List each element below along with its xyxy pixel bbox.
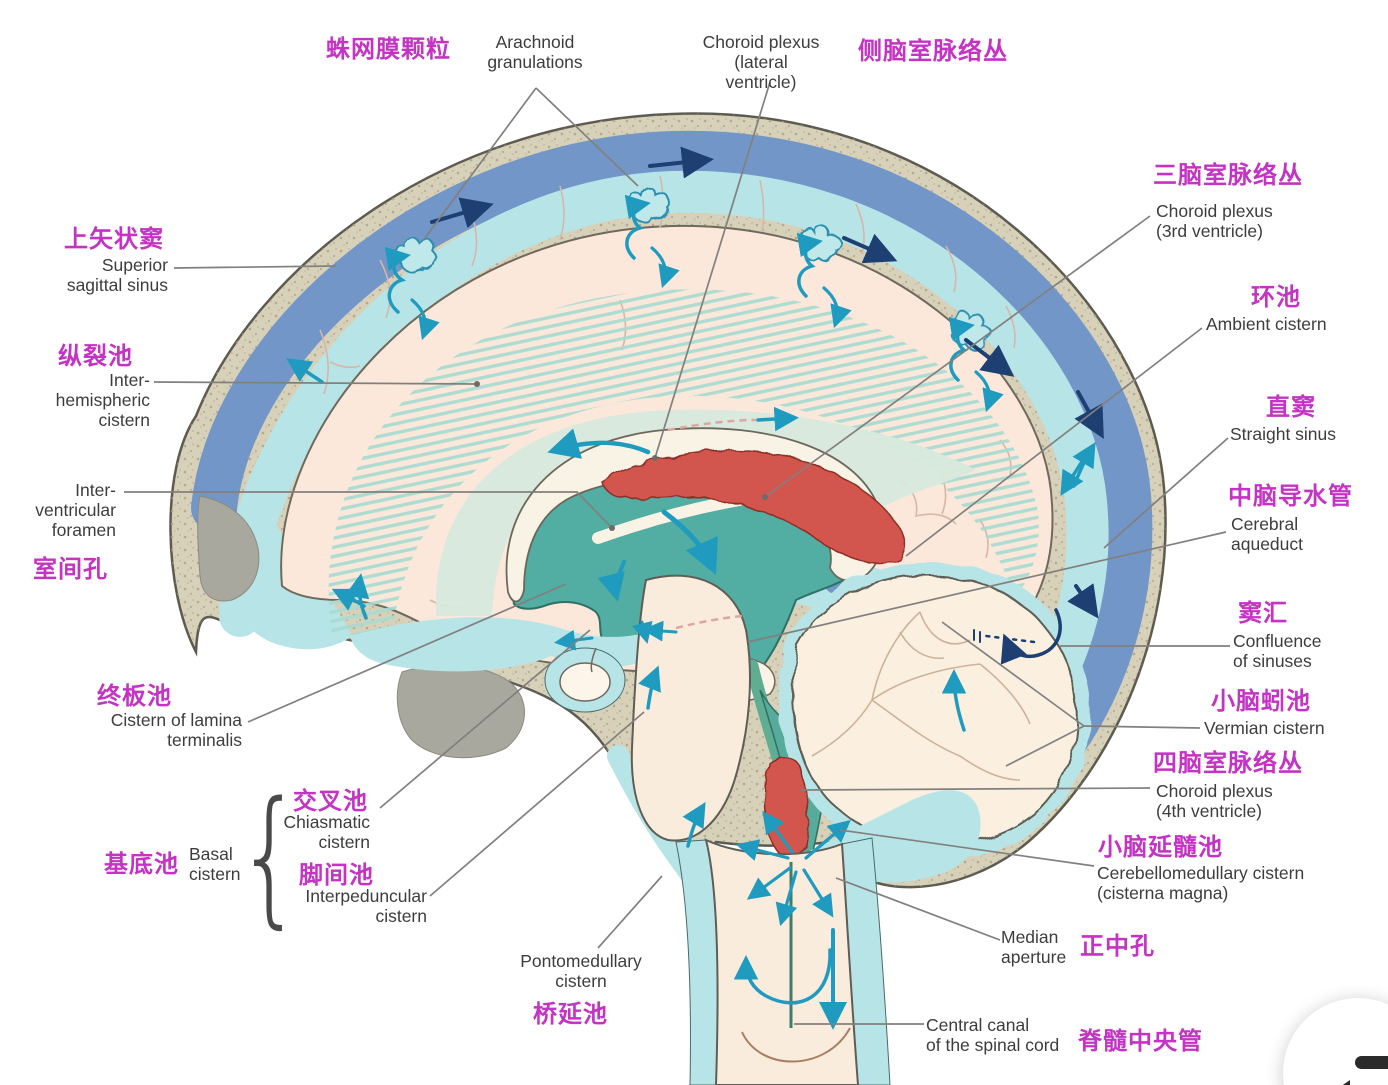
label-lamina-terminalis-en: Cistern of lamina terminalis <box>110 710 242 750</box>
label-ambient-cistern-en: Ambient cistern <box>1206 314 1327 334</box>
label-interhemispheric-cistern-en: Inter- hemispheric cistern <box>55 370 150 430</box>
label-choroid-plexus-4th-zh: 四脑室脉络丛 <box>1153 750 1303 777</box>
label-cerebellomedullary-en: Cerebellomedullary cistern (cisterna mag… <box>1097 863 1305 903</box>
label-choroid-plexus-lateral-zh: 侧脑室脉络丛 <box>858 38 1008 65</box>
choroid-plexus-lateral-3rd <box>601 449 907 564</box>
leader-dots <box>474 381 768 531</box>
label-choroid-plexus-4th-en: Choroid plexus (4th ventricle) <box>1156 781 1273 821</box>
label-superior-sagittal-sinus-zh: 上矢状窦 <box>64 226 164 253</box>
label-choroid-plexus-3rd-zh: 三脑室脉络丛 <box>1153 162 1303 189</box>
label-choroid-plexus-3rd-en: Choroid plexus (3rd ventricle) <box>1156 201 1273 241</box>
label-cerebellomedullary-zh: 小脑延髓池 <box>1098 834 1223 861</box>
label-interventricular-foramen-en: Inter- ventricular foramen <box>35 480 116 540</box>
arbor-vitae <box>811 611 1031 781</box>
superior-sagittal-sinus-band <box>191 130 1153 821</box>
label-choroid-plexus-lateral-en: Choroid plexus (lateral ventricle) <box>702 32 820 92</box>
dashed-membrane-lines <box>667 418 757 630</box>
label-basal-cistern-en: Basal cistern <box>189 844 241 884</box>
label-pontomedullary-cistern-en: Pontomedullary cistern <box>520 951 642 991</box>
label-lamina-terminalis-zh: 终板池 <box>97 683 172 710</box>
label-median-aperture-en: Median aperture <box>1001 927 1067 967</box>
label-central-canal-zh: 脊髓中央管 <box>1078 1028 1203 1055</box>
basal-cistern-brace: { <box>236 770 304 942</box>
label-interhemispheric-cistern-zh: 纵裂池 <box>58 343 133 370</box>
label-pontomedullary-cistern-zh: 桥延池 <box>533 1001 608 1028</box>
frontal-gray-sinus <box>197 495 260 602</box>
interhemispheric-hatch-region <box>328 289 1039 636</box>
label-vermian-cistern-en: Vermian cistern <box>1204 718 1325 738</box>
label-interpeduncular-cistern-en: Interpeduncular cistern <box>305 886 427 926</box>
label-ambient-cistern-zh: 环池 <box>1251 284 1301 311</box>
label-vermian-cistern-zh: 小脑蚓池 <box>1211 688 1311 715</box>
label-median-aperture-zh: 正中孔 <box>1080 933 1155 960</box>
csf-flow-arrows <box>286 194 1096 1030</box>
label-cerebral-aqueduct-zh: 中脑导水管 <box>1228 483 1353 510</box>
sphenoid-gray-sinus <box>396 664 525 759</box>
pituitary-gland <box>559 662 611 702</box>
terminal-cup <box>741 1027 851 1063</box>
label-superior-sagittal-sinus-en: Superior sagittal sinus <box>66 255 168 295</box>
label-cerebral-aqueduct-en: Cerebral aqueduct <box>1231 514 1304 554</box>
label-confluence-en: Confluence of sinuses <box>1233 631 1322 671</box>
label-confluence-zh: 窦汇 <box>1238 600 1288 627</box>
label-straight-sinus-en: Straight sinus <box>1230 424 1337 444</box>
label-chiasmatic-cistern-zh: 交叉池 <box>293 788 368 815</box>
label-interpeduncular-cistern-zh: 脚间池 <box>299 862 374 889</box>
label-basal-cistern-zh: 基底池 <box>104 851 179 878</box>
leader-lines <box>124 81 1230 1025</box>
label-straight-sinus-zh: 直窦 <box>1266 394 1316 421</box>
label-chiasmatic-cistern-en: Chiasmatic cistern <box>283 812 370 852</box>
label-arachnoid-granulations-zh: 蛛网膜颗粒 <box>326 36 451 63</box>
label-interventricular-foramen-zh: 室间孔 <box>33 556 108 583</box>
spinal-cord <box>704 838 860 1085</box>
label-arachnoid-granulations-en: Arachnoid granulations <box>487 32 583 72</box>
outdent-icon <box>1342 1056 1388 1085</box>
label-central-canal-en: Central canal of the spinal cord <box>926 1015 1060 1055</box>
